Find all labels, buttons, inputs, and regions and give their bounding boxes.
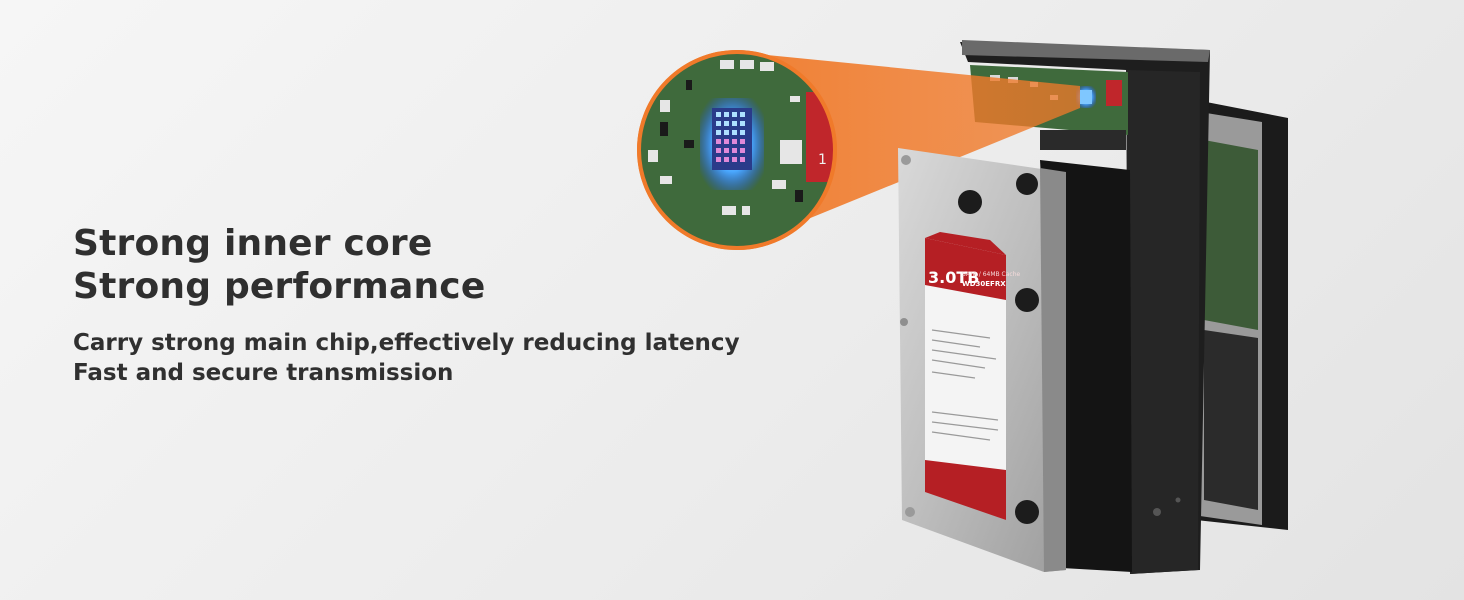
headline-line-1: Strong inner core: [73, 223, 433, 264]
marketing-copy: Strong inner core Strong performance Car…: [73, 222, 740, 388]
headline-line-2: Strong performance: [73, 266, 486, 307]
rear-drive: [1196, 100, 1288, 530]
subtext-line-2: Fast and secure transmission: [73, 360, 454, 386]
connector-number: 1: [818, 152, 827, 168]
drive-capacity: 3.0TB: [928, 268, 979, 287]
subtext-line-1: Carry strong main chip,effectively reduc…: [73, 330, 740, 356]
subtext: Carry strong main chip,effectively reduc…: [73, 328, 740, 388]
chip-magnifier: 1: [637, 50, 837, 250]
drive-model-line-2: WD30EFRX: [962, 280, 1006, 288]
hard-drive: 3.0TB SATA / 64MB Cache WD30EFRX: [898, 148, 1066, 572]
drive-model-line-1: SATA / 64MB Cache: [962, 271, 1021, 278]
headline: Strong inner core Strong performance: [73, 222, 740, 308]
